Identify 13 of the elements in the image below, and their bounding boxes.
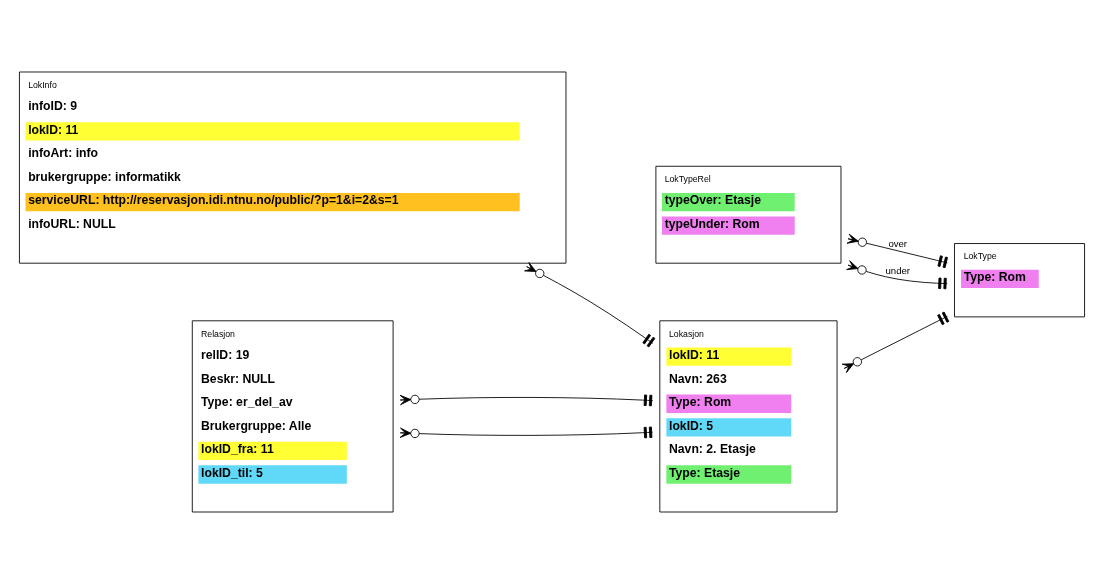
node-box: Lokasjon lokID: 11 Navn: 263 Type: Rom lokID: 5 Navn: 2. Etasje Type: Etasje — [659, 319, 838, 512]
node-box: LokTypeRel typeOver: Etasje typeUnder: Rom — [655, 165, 842, 264]
connector — [524, 261, 656, 347]
node-box: Relasjon relID: 19 Beskr: NULL Type: er_del_av Brukergruppe: Alle lokID_fra: 11 lokID_til: 5 — [191, 319, 394, 512]
connector — [846, 259, 948, 289]
edge-label: over — [888, 237, 908, 249]
connector — [846, 233, 948, 268]
node-box: LokType Type: Rom — [954, 242, 1085, 317]
connector — [399, 394, 654, 406]
connector — [399, 426, 654, 438]
node-box: LokInfo infoID: 9 lokID: 11 infoArt: info brukergruppe: informatikk serviceURL: http://reservasjon.idi.ntnu.no/public/?p=1&i=2&s=1 infoURL: NULL — [19, 71, 567, 264]
edge-label: under — [885, 264, 911, 276]
connector — [841, 311, 950, 373]
